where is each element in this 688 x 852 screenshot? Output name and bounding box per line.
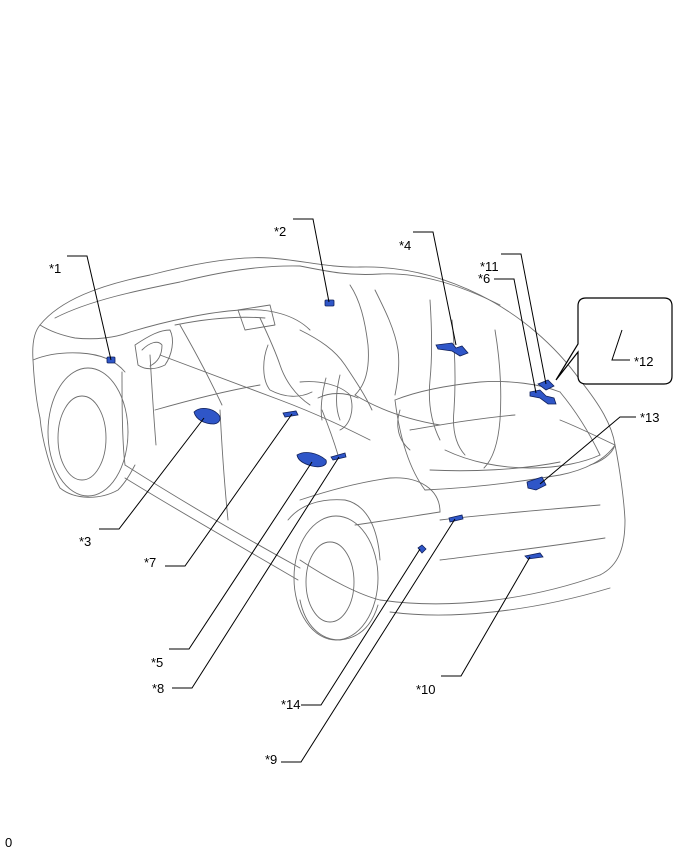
callout-11: *11 — [480, 259, 499, 274]
components — [106, 299, 631, 560]
callout-10: *10 — [416, 682, 436, 697]
part-7-connector-icon — [282, 410, 299, 418]
part-4-connector-icon — [435, 342, 469, 357]
part-10-connector-icon — [524, 552, 544, 560]
part-5-connector-icon — [296, 452, 327, 468]
part-8-connector-icon — [330, 452, 347, 461]
callout-13: *13 — [640, 410, 660, 425]
part-6-connector-icon — [529, 389, 557, 405]
callout-9: *9 — [265, 752, 277, 767]
part-3-connector-icon — [193, 408, 221, 425]
callout-6: *6 — [478, 271, 490, 286]
corner-mark: 0 — [5, 835, 12, 850]
callout-7: *7 — [144, 555, 156, 570]
part-9-connector-icon — [448, 514, 464, 523]
callout-2: *2 — [274, 224, 286, 239]
callout-labels: *1 *2 *3 *4 *5 *6 *7 *8 *9 *10 *11 *12 *… — [49, 224, 660, 767]
callout-4: *4 — [399, 238, 411, 253]
detail-callout-bubble — [555, 297, 673, 385]
callout-1: *1 — [49, 261, 61, 276]
leader-lines — [67, 218, 636, 763]
part-11-connector-icon — [537, 379, 555, 391]
part-13-connector-icon — [526, 476, 547, 491]
part-2-connector-icon — [324, 299, 335, 307]
callout-8: *8 — [152, 681, 164, 696]
callout-12: *12 — [634, 354, 654, 369]
callout-14: *14 — [281, 697, 301, 712]
part-14-connector-icon — [417, 544, 427, 554]
callout-3: *3 — [79, 534, 91, 549]
callout-5: *5 — [151, 655, 163, 670]
car-outline-icon — [32, 257, 626, 641]
